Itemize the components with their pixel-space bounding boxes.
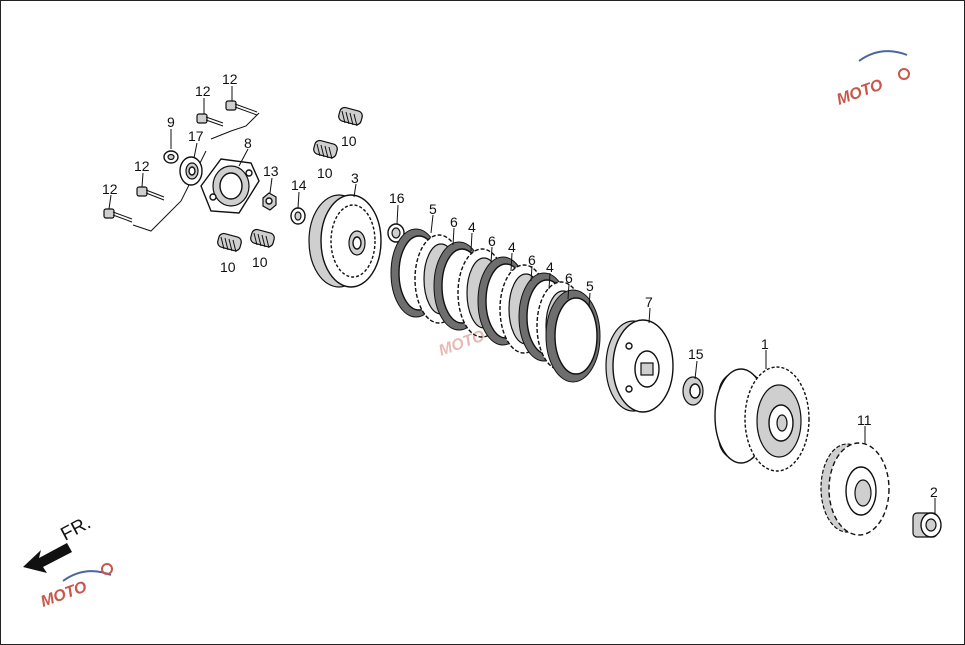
svg-text:MOTO: MOTO xyxy=(437,327,488,359)
bolt-12-third xyxy=(136,186,165,201)
bolt-12-bottom xyxy=(103,208,133,223)
label-12: 12 xyxy=(134,158,150,174)
label-12: 12 xyxy=(222,71,238,87)
leader-lines xyxy=(108,86,936,515)
label-1: 1 xyxy=(761,336,769,352)
gear-icon xyxy=(101,563,113,575)
nut-13 xyxy=(262,192,277,211)
label-2: 2 xyxy=(930,484,938,500)
label-12: 12 xyxy=(195,83,211,99)
label-5: 5 xyxy=(586,278,594,294)
label-10: 10 xyxy=(341,133,357,149)
label-10: 10 xyxy=(220,259,236,275)
clutch-center-7 xyxy=(605,319,674,413)
spring-10-d xyxy=(250,228,275,249)
label-6: 6 xyxy=(528,252,536,268)
callout-labels: 1 2 3 4 4 4 5 5 6 6 6 6 7 8 9 10 10 10 1… xyxy=(102,71,938,500)
front-direction-indicator: FR. xyxy=(23,513,94,573)
pressure-plate-3 xyxy=(308,194,382,288)
label-7: 7 xyxy=(645,294,653,310)
bearing-17 xyxy=(179,156,203,186)
gear-icon xyxy=(898,68,910,80)
label-11: 11 xyxy=(857,412,872,428)
spring-10-a xyxy=(338,106,363,127)
spring-10-b xyxy=(313,139,338,160)
washer-14 xyxy=(290,207,306,225)
label-17: 17 xyxy=(188,128,204,144)
label-6: 6 xyxy=(565,270,573,286)
label-12: 12 xyxy=(102,181,118,197)
front-arrow-icon xyxy=(23,543,72,573)
washer-16 xyxy=(387,223,405,243)
label-8: 8 xyxy=(244,135,252,151)
label-6: 6 xyxy=(488,233,496,249)
bolt-12-second xyxy=(196,113,224,127)
label-10: 10 xyxy=(252,254,268,270)
label-13: 13 xyxy=(263,163,279,179)
friction-disc-5-b xyxy=(545,289,601,383)
spring-10-c xyxy=(217,232,242,253)
label-4: 4 xyxy=(546,259,554,275)
watermark-logo-bottom-left: MOTO xyxy=(39,563,113,611)
cap-9 xyxy=(163,150,179,164)
watermark-logo-top-right: MOTO xyxy=(835,50,910,109)
svg-text:MOTO: MOTO xyxy=(835,76,886,108)
label-14: 14 xyxy=(291,177,307,193)
primary-gear-11 xyxy=(820,442,890,536)
lifter-plate-8 xyxy=(200,158,260,214)
label-10: 10 xyxy=(317,165,333,181)
watermark-logo-center: MOTO xyxy=(437,327,488,359)
label-15: 15 xyxy=(688,346,704,362)
label-4: 4 xyxy=(508,239,516,255)
label-6: 6 xyxy=(450,214,458,230)
clutch-outer-1 xyxy=(714,366,810,472)
label-4: 4 xyxy=(468,219,476,235)
label-5: 5 xyxy=(429,201,437,217)
label-16: 16 xyxy=(389,190,405,206)
bolt-12-top xyxy=(225,100,258,116)
washer-15 xyxy=(682,376,704,406)
clutch-plate-stack xyxy=(390,228,601,383)
collar-2 xyxy=(912,512,942,538)
svg-text:MOTO: MOTO xyxy=(39,578,90,610)
label-9: 9 xyxy=(167,114,175,130)
front-direction-label: FR. xyxy=(57,513,94,546)
label-3: 3 xyxy=(351,170,359,186)
